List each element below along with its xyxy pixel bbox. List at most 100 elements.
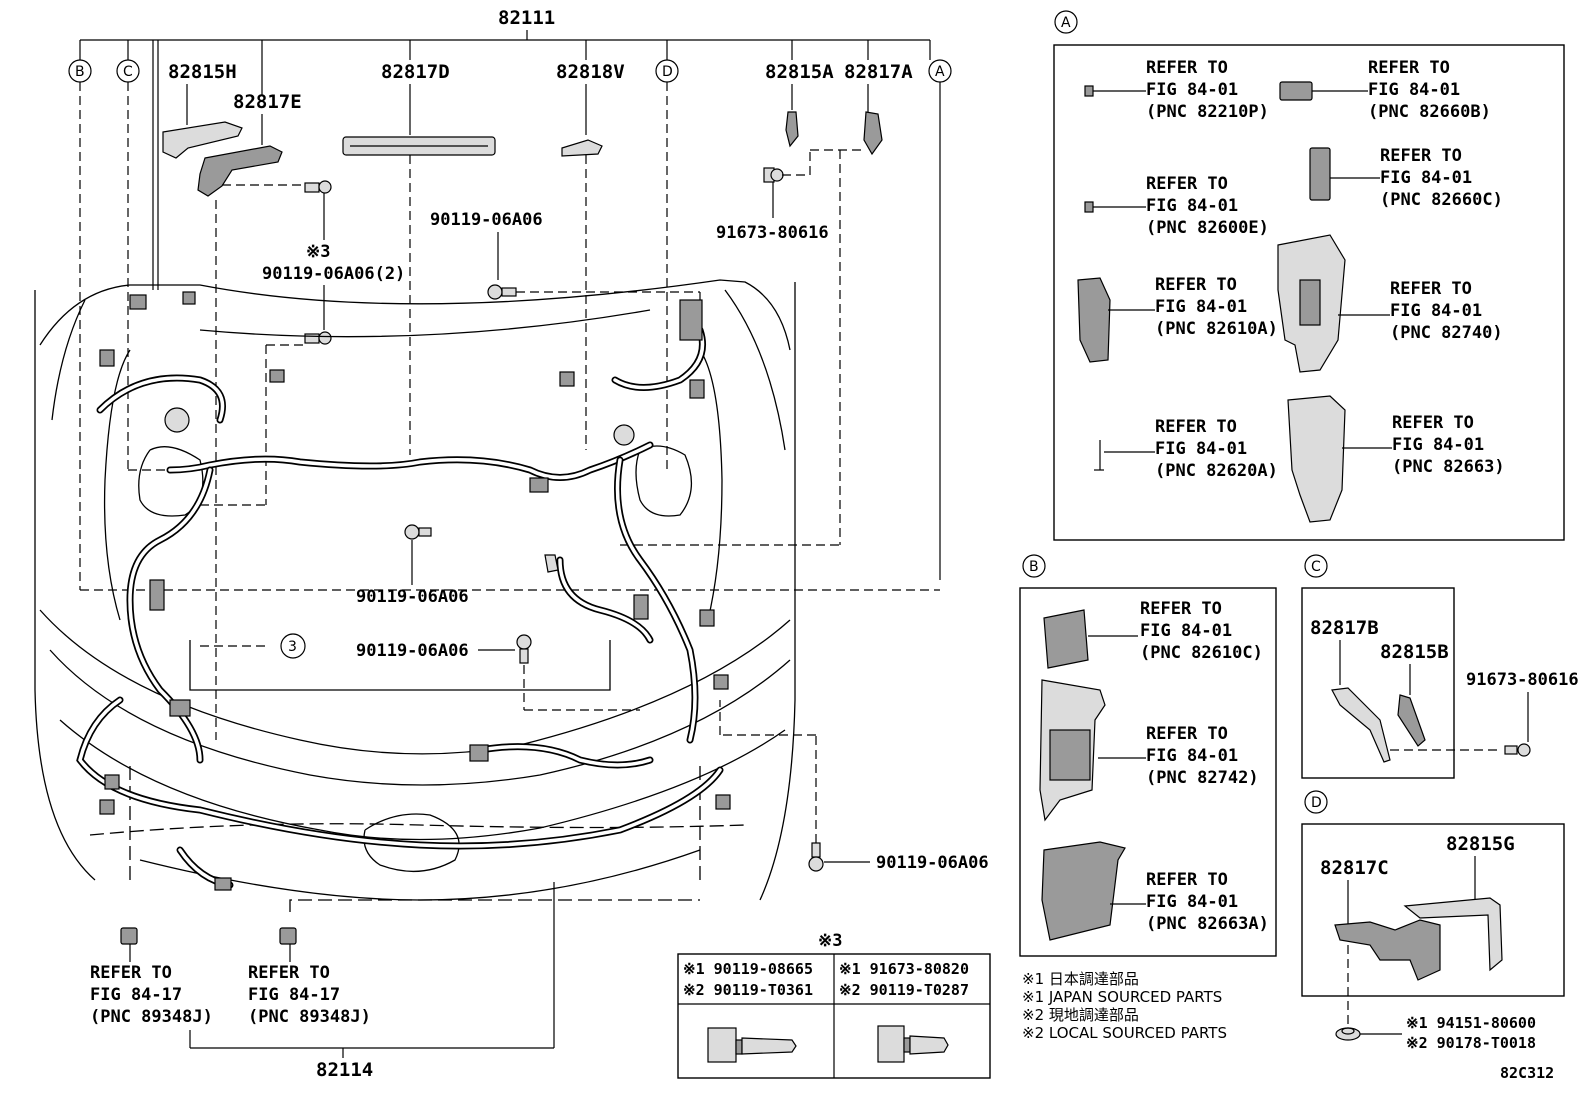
refer-82210P: REFER TO FIG 84-01 (PNC 82210P) [1084, 58, 1269, 122]
clip-label-94151-80600: ※1 94151-80600 [1406, 1014, 1536, 1032]
bolt-label-90119-06A06-2: 90119-06A06(2) [262, 264, 405, 284]
circle-d-top: D [655, 59, 679, 83]
svg-text:(PNC 82742): (PNC 82742) [1146, 768, 1259, 788]
refer-82600E: REFER TO FIG 84-01 (PNC 82600E) [1084, 174, 1269, 238]
part-82815A [785, 111, 799, 148]
engine-wire-harness [76, 291, 731, 891]
svg-text:(PNC 82663A): (PNC 82663A) [1146, 914, 1269, 934]
note-3-mark: ※3 [306, 242, 330, 262]
svg-text:(PNC 82600E): (PNC 82600E) [1146, 218, 1269, 238]
svg-text:(PNC 82660C): (PNC 82660C) [1380, 190, 1503, 210]
circle-b-top: B [68, 59, 92, 83]
diagram-code: 82C312 [1500, 1064, 1554, 1082]
top-bracket: 82111 [79, 7, 931, 290]
svg-text:(PNC 82660B): (PNC 82660B) [1368, 102, 1491, 122]
svg-text:(PNC 82610C): (PNC 82610C) [1140, 643, 1263, 663]
svg-text:REFER TO: REFER TO [1146, 724, 1228, 744]
clip-icon [1335, 1027, 1361, 1041]
svg-text:D: D [1311, 795, 1322, 811]
svg-text:(PNC 82663): (PNC 82663) [1392, 457, 1505, 477]
refer-82660C: REFER TO FIG 84-01 (PNC 82660C) [1309, 146, 1503, 210]
part-number-82111: 82111 [498, 7, 555, 29]
svg-text:REFER TO: REFER TO [1146, 58, 1228, 78]
part-number-82815A: 82815A [765, 61, 834, 83]
svg-text:※1 JAPAN SOURCED PARTS: ※1 JAPAN SOURCED PARTS [1022, 988, 1222, 1006]
bolt-icon [304, 331, 332, 345]
svg-text:C: C [1311, 559, 1321, 575]
svg-text:REFER TO: REFER TO [1146, 870, 1228, 890]
svg-text:FIG 84-01: FIG 84-01 [1146, 746, 1238, 766]
svg-text:REFER TO: REFER TO [1155, 417, 1237, 437]
svg-text:(PNC 82210P): (PNC 82210P) [1146, 102, 1269, 122]
bolt-icon [707, 1027, 797, 1063]
svg-text:FIG 84-01: FIG 84-01 [1146, 80, 1238, 100]
svg-text:REFER TO: REFER TO [1380, 146, 1462, 166]
svg-text:(PNC 89348J): (PNC 89348J) [90, 1007, 213, 1027]
svg-text:C: C [123, 64, 133, 80]
bolt-label-90119-06A06-center2: 90119-06A06 [356, 641, 469, 661]
part-82815H [162, 121, 243, 159]
sourcing-legend: ※1 日本調達部品 ※1 JAPAN SOURCED PARTS ※2 現地調達… [1022, 970, 1227, 1042]
panel-d: D 82815G 82817C ※1 94151-80600 ※2 90178-… [1301, 790, 1565, 1052]
svg-text:REFER TO: REFER TO [1390, 279, 1472, 299]
svg-text:※1 日本調達部品: ※1 日本調達部品 [1022, 970, 1139, 988]
bolt-icon [1504, 743, 1531, 757]
bolt-icon [763, 167, 784, 183]
svg-text:※2 LOCAL SOURCED PARTS: ※2 LOCAL SOURCED PARTS [1022, 1024, 1227, 1042]
vehicle-outline [34, 279, 796, 912]
bolt-icon [404, 524, 432, 540]
part-82817A [863, 111, 883, 156]
svg-text:※2 90119-T0361: ※2 90119-T0361 [683, 981, 813, 999]
svg-text:FIG 84-01: FIG 84-01 [1146, 892, 1238, 912]
svg-text:FIG 84-01: FIG 84-01 [1390, 301, 1482, 321]
svg-text:FIG 84-17: FIG 84-17 [248, 985, 340, 1005]
bolt-icon [487, 284, 517, 300]
refer-82620A: REFER TO FIG 84-01 (PNC 82620A) [1094, 417, 1278, 481]
grommet-icon [279, 927, 297, 945]
svg-text:※1 91673-80820: ※1 91673-80820 [839, 960, 969, 978]
bolt-icon [304, 180, 332, 194]
svg-text:D: D [662, 64, 673, 80]
part-number-82817B: 82817B [1310, 617, 1379, 639]
refer-fig-84-17-left: REFER TO FIG 84-17 (PNC 89348J) [90, 963, 213, 1027]
refer-82663: REFER TO FIG 84-01 (PNC 82663) [1287, 395, 1505, 523]
bolt-label-91673-80616-c: 91673-80616 [1466, 670, 1579, 690]
refer-82610C: REFER TO FIG 84-01 (PNC 82610C) [1043, 599, 1263, 669]
part-82818V [561, 139, 603, 157]
circle-c-top: C [116, 59, 140, 83]
refer-82663A: REFER TO FIG 84-01 (PNC 82663A) [1041, 841, 1269, 941]
part-number-82815H: 82815H [168, 61, 237, 83]
circle-a-top: A [928, 59, 952, 83]
panel-a: A REFER TO FIG 84-01 (PNC 82210P) REFER … [1053, 10, 1565, 541]
svg-text:REFER TO: REFER TO [1155, 275, 1237, 295]
svg-text:REFER TO: REFER TO [1140, 599, 1222, 619]
svg-text:FIG 84-01: FIG 84-01 [1155, 439, 1247, 459]
part-82817E [197, 145, 283, 197]
svg-text:※3: ※3 [818, 931, 842, 951]
note-3-table: ※3 ※1 90119-08665 ※2 90119-T0361 ※1 9167… [677, 931, 991, 1079]
part-number-82817E: 82817E [233, 91, 302, 113]
svg-text:A: A [935, 64, 945, 80]
refer-fig-84-17-mid: REFER TO FIG 84-17 (PNC 89348J) [248, 963, 371, 1027]
clip-label-90178-T0018: ※2 90178-T0018 [1406, 1034, 1536, 1052]
bolt-icon [808, 842, 824, 872]
svg-text:REFER TO: REFER TO [1392, 413, 1474, 433]
bolt-label-90119-06A06-top: 90119-06A06 [430, 210, 543, 230]
svg-text:FIG 84-01: FIG 84-01 [1368, 80, 1460, 100]
callout-3: 3 [200, 633, 306, 659]
bolt-label-90119-06A06-front: 90119-06A06 [876, 853, 989, 873]
svg-text:A: A [1061, 15, 1071, 31]
svg-text:B: B [75, 64, 85, 80]
svg-text:3: 3 [288, 639, 297, 655]
svg-text:B: B [1029, 559, 1039, 575]
bolt-icon [516, 634, 532, 664]
svg-text:(PNC 89348J): (PNC 89348J) [248, 1007, 371, 1027]
svg-text:REFER TO: REFER TO [248, 963, 330, 983]
part-number-82818V: 82818V [556, 61, 625, 83]
part-number-82817A: 82817A [844, 61, 913, 83]
panel-c: C 82817B 82815B 91673-80616 [1301, 554, 1579, 779]
svg-text:REFER TO: REFER TO [90, 963, 172, 983]
svg-text:FIG 84-17: FIG 84-17 [90, 985, 182, 1005]
refer-82660B: REFER TO FIG 84-01 (PNC 82660B) [1279, 58, 1491, 122]
